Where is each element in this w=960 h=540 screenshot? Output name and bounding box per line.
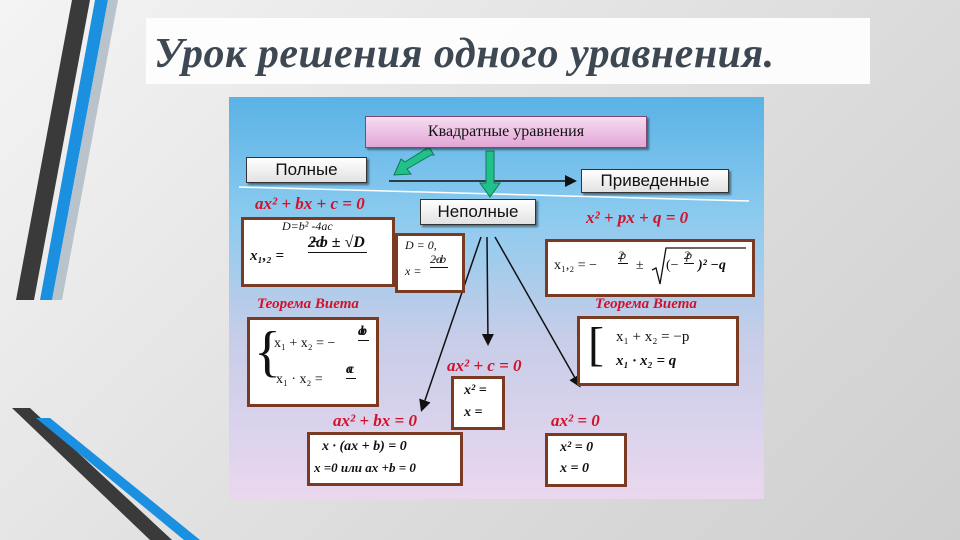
reduced-p-denominator: 2	[618, 248, 624, 262]
node-full: Полные	[246, 157, 367, 183]
bracket-icon: [	[588, 318, 604, 371]
vieta-right-title: Теорема Виета	[595, 296, 697, 312]
root-node-quadratic: Квадратные уравнения	[365, 116, 647, 148]
slide-title-bar: Урок решения одного уравнения.	[146, 18, 870, 84]
reduced-sqrt-open: (−	[666, 258, 679, 273]
case-c-line1: x² =	[464, 383, 487, 398]
deco-dark-stroke-top	[16, 0, 90, 300]
vieta-left-sum: x₁ + x₂ = −	[274, 336, 336, 351]
case-c-box: x² = x =	[451, 376, 505, 430]
case-b-box: x · (ax + b) = 0 x =0 или ax +b = 0	[307, 432, 463, 486]
arrow-to-case-0	[494, 236, 581, 388]
d-zero-numerator: −b	[430, 252, 449, 268]
diagram-connectors	[238, 146, 750, 412]
separator-white-line	[238, 186, 750, 202]
case-b-equation: ax² + bx = 0	[333, 411, 417, 430]
green-arrow-down	[479, 150, 501, 198]
vieta-left-product: x₁ · x₂ =	[276, 372, 323, 387]
deco-dark-stroke-bottom	[12, 408, 172, 540]
case-0-box: x² = 0 x = 0	[545, 433, 627, 487]
deco-blue-stroke-bottom	[36, 418, 200, 540]
full-roots-lhs: x₁,₂ =	[250, 248, 285, 264]
vieta-left-sum-numerator: b	[358, 324, 369, 341]
vieta-left-sum-denominator: a	[358, 324, 365, 339]
deco-gray-stroke	[52, 0, 118, 300]
reduced-sqrt-numerator: p	[684, 248, 694, 264]
full-roots-box: D=b² -4ac x₁,₂ = −b ± √D 2a	[241, 217, 395, 287]
d-zero-lhs: x =	[405, 264, 422, 278]
slide-title: Урок решения одного уравнения.	[154, 31, 775, 77]
case-b-line1: x · (ax + b) = 0	[322, 439, 407, 454]
green-arrow-left	[393, 146, 435, 176]
case-c-line2: x =	[464, 405, 483, 420]
deco-blue-stroke-top	[40, 0, 108, 300]
full-equation: ax² + bx + c = 0	[255, 194, 365, 213]
node-reduced: Приведенные	[581, 169, 729, 193]
full-roots-denominator: 2a	[308, 234, 324, 251]
vieta-left-prod-denominator: a	[346, 362, 353, 377]
reduced-p-numerator: p	[618, 248, 628, 264]
arrow-to-case-b	[419, 236, 482, 412]
case-0-equation: ax² = 0	[551, 411, 600, 430]
reduced-equation: x² + px + q = 0	[586, 208, 689, 227]
sqrt-sign-icon	[651, 247, 746, 285]
diagram-panel: Квадратные уравнения Полные Приведенные …	[229, 97, 764, 499]
reduced-plus-minus: ±	[636, 258, 644, 273]
case-0-line2: x = 0	[560, 461, 589, 476]
d-zero-denominator: 2a	[430, 252, 442, 266]
vieta-left-title: Теорема Виета	[257, 296, 359, 312]
d-zero-line: D = 0,	[405, 238, 437, 252]
brace-icon: {	[254, 321, 281, 383]
vieta-right-sum: x₁ + x₂ = −p	[616, 329, 690, 345]
node-incomplete: Неполные	[420, 199, 536, 225]
arrow-to-case-c	[481, 236, 494, 346]
vieta-left-prod-numerator: c	[346, 362, 357, 379]
reduced-sqrt-denominator: 2	[684, 248, 690, 262]
vieta-right-box: [ x₁ + x₂ = −p x₁ · x₂ = q	[577, 316, 739, 386]
case-0-line1: x² = 0	[560, 440, 594, 455]
discriminant-formula: D=b² -4ac	[282, 219, 333, 233]
vieta-left-box: { x₁ + x₂ = − b a x₁ · x₂ = c a	[247, 317, 379, 407]
d-zero-box: D = 0, x = −b 2a	[395, 233, 465, 293]
reduced-roots-box: x₁,₂ = − p 2 ± (− p 2 )² −q	[545, 239, 755, 297]
reduced-roots-lhs: x₁,₂ = −	[554, 258, 598, 273]
full-roots-numerator: −b ± √D	[308, 234, 367, 253]
vieta-right-product: x₁ · x₂ = q	[616, 353, 677, 369]
reduced-sqrt-tail: )² −q	[698, 258, 726, 273]
case-c-equation: ax² + c = 0	[447, 356, 522, 375]
case-b-line2: x =0 или ax +b = 0	[314, 460, 416, 475]
